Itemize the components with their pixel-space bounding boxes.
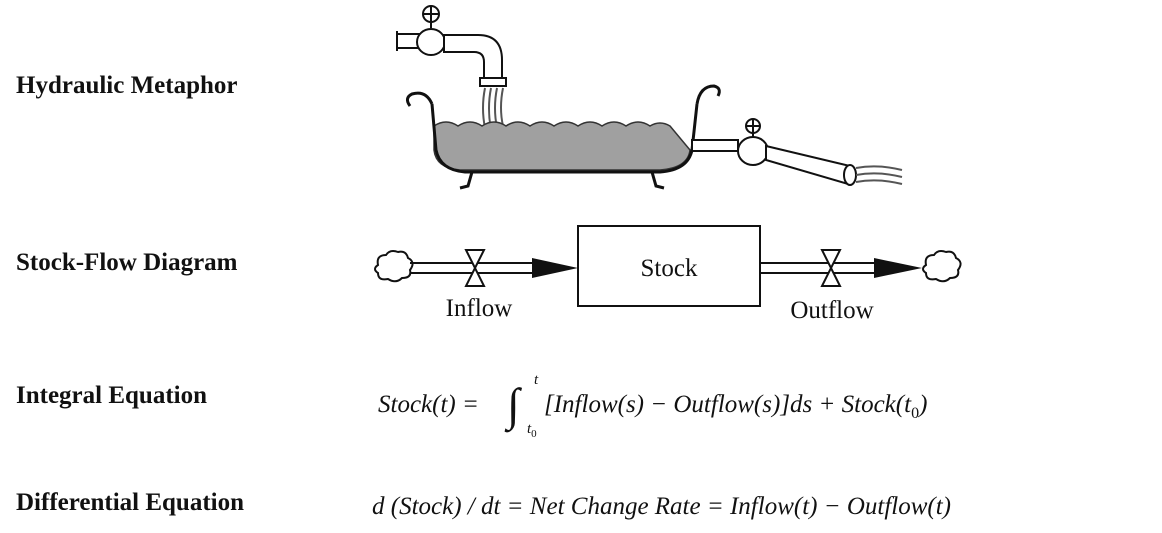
outflow-label: Outflow	[790, 297, 873, 324]
stock-label: Stock	[641, 255, 698, 282]
arrow-head-icon	[532, 258, 578, 278]
differential-equation: d (Stock) / dt = Net Change Rate = Inflo…	[372, 493, 951, 520]
inflow-label: Inflow	[446, 295, 513, 322]
valve-icon	[820, 249, 842, 287]
inflow-pipe	[410, 262, 534, 274]
valve-icon	[464, 249, 486, 287]
hydraulic-metaphor-label: Hydraulic Metaphor	[16, 72, 238, 99]
integral-sign-icon: ∫	[504, 379, 522, 433]
stock-flow-diagram-label: Stock-Flow Diagram	[16, 249, 238, 276]
stock-box	[577, 225, 761, 307]
integral-equation-label: Integral Equation	[16, 382, 208, 409]
differential-equation-label: Differential Equation	[16, 489, 245, 516]
drain-valve-icon	[691, 118, 857, 186]
faucet-icon	[396, 5, 507, 87]
integral-lower-limit: t0	[527, 421, 537, 440]
cloud-source-icon	[374, 250, 414, 283]
drain-stream-icon	[855, 165, 903, 185]
integral-body: [Inflow(s) − Outflow(s)]ds + Stock(t0)	[544, 391, 927, 422]
integral-upper-limit: t	[534, 372, 539, 388]
integral-lhs: Stock(t) =	[378, 391, 479, 418]
cloud-sink-icon	[922, 250, 962, 283]
bathtub-icon	[405, 84, 721, 190]
arrow-head-icon	[874, 258, 922, 278]
outflow-pipe	[760, 262, 880, 274]
